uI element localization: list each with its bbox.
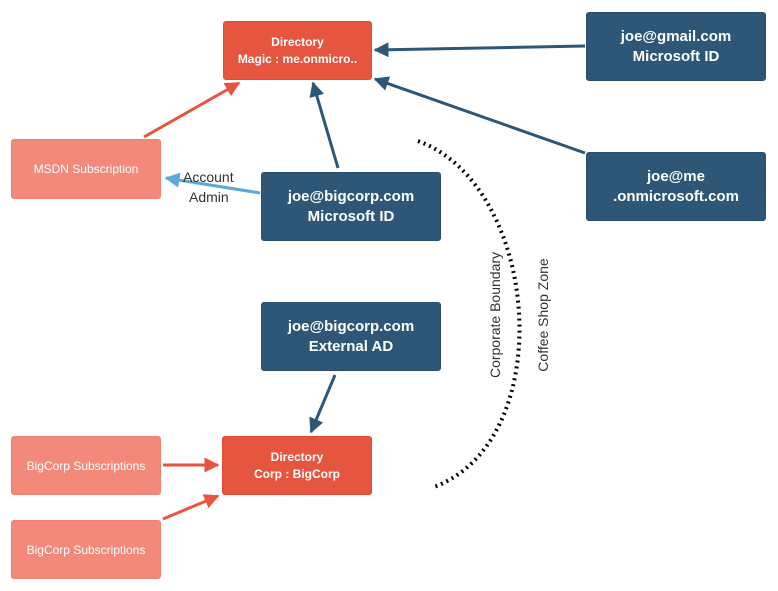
coffee-shop-zone-label: Coffee Shop Zone bbox=[535, 258, 551, 372]
joe-gmail-type: Microsoft ID bbox=[632, 47, 720, 65]
arrow-external-ad-to-corp bbox=[309, 374, 337, 434]
joe-bigcorp-ad-type: External AD bbox=[308, 337, 394, 355]
joe-gmail-email: joe@gmail.com bbox=[620, 27, 732, 45]
directory-corp-node[interactable]: Directory Corp : BigCorp bbox=[222, 436, 372, 495]
joe-bigcorp-microsoft-id-node[interactable]: joe@bigcorp.com Microsoft ID bbox=[261, 172, 441, 241]
directory-magic-title: Directory bbox=[271, 34, 324, 49]
bigcorp-subscriptions-label-1: BigCorp Subscriptions bbox=[26, 458, 146, 473]
msdn-subscription-node[interactable]: MSDN Subscription bbox=[11, 139, 161, 199]
arrow-bigcorp-sub2-to-corp bbox=[162, 494, 220, 521]
joe-bigcorp-ad-email: joe@bigcorp.com bbox=[287, 317, 415, 335]
joe-gmail-node[interactable]: joe@gmail.com Microsoft ID bbox=[586, 12, 766, 81]
corporate-boundary-arc bbox=[417, 139, 522, 489]
joe-bigcorp-msid-type: Microsoft ID bbox=[307, 207, 395, 225]
arrow-bigcorp-msid-to-magic bbox=[309, 81, 340, 169]
directory-magic-name: Magic : me.onmicro.. bbox=[237, 51, 358, 66]
joe-me-email-part1: joe@me bbox=[647, 167, 705, 185]
joe-me-email-part2: .onmicrosoft.com bbox=[613, 187, 739, 205]
directory-magic-node[interactable]: Directory Magic : me.onmicro.. bbox=[223, 21, 372, 80]
arrow-account-admin bbox=[164, 172, 261, 195]
msdn-subscription-label: MSDN Subscription bbox=[33, 162, 139, 176]
arrow-gmail-to-magic bbox=[373, 42, 586, 58]
arrow-msdn-to-magic bbox=[143, 81, 241, 139]
bigcorp-subscriptions-label-2: BigCorp Subscriptions bbox=[26, 542, 146, 557]
bigcorp-subscriptions-node-1[interactable]: BigCorp Subscriptions bbox=[11, 436, 161, 495]
directory-corp-name: Corp : BigCorp bbox=[254, 466, 340, 481]
joe-bigcorp-msid-email: joe@bigcorp.com bbox=[287, 187, 415, 205]
corporate-boundary-label: Corporate Boundary bbox=[487, 251, 503, 379]
joe-bigcorp-external-ad-node[interactable]: joe@bigcorp.com External AD bbox=[261, 302, 441, 371]
account-admin-label-line1: Account bbox=[183, 169, 234, 185]
arrow-me-to-magic bbox=[373, 76, 586, 155]
directory-corp-title: Directory bbox=[270, 449, 324, 464]
bigcorp-subscriptions-node-2[interactable]: BigCorp Subscriptions bbox=[11, 520, 161, 579]
account-admin-label-line2: Admin bbox=[189, 189, 229, 205]
joe-me-node[interactable]: joe@me .onmicrosoft.com bbox=[586, 152, 766, 221]
